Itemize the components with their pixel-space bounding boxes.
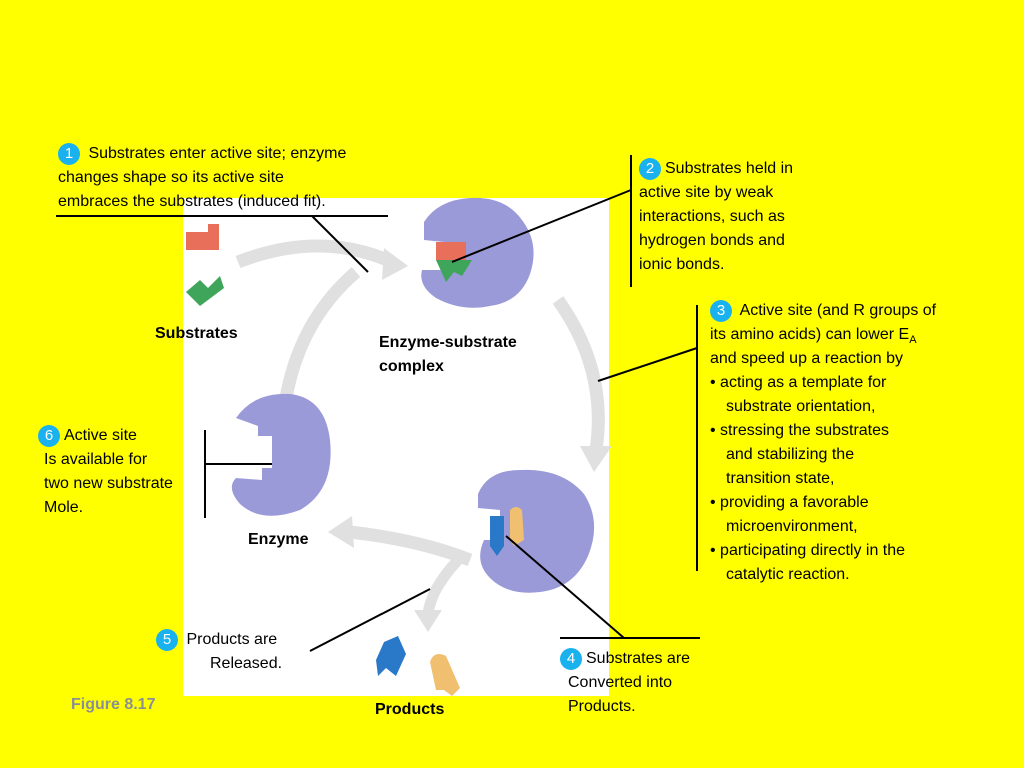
step-3-line-8: transition state, bbox=[726, 470, 835, 487]
substrate-shape-bound-red bbox=[436, 242, 466, 260]
callout-leader-4 bbox=[505, 535, 625, 639]
step-5-callout: 5 Products are Released. bbox=[156, 628, 282, 676]
step-3-line-11: • participating directly in the bbox=[710, 542, 906, 559]
step-3-line-3: and speed up a reaction by bbox=[710, 350, 904, 367]
enzyme-shape-free bbox=[231, 393, 331, 516]
label-products: Products bbox=[375, 701, 445, 718]
step-3-line-9: • providing a favorable bbox=[710, 494, 869, 511]
step-1-line-2: changes shape so its active site bbox=[58, 169, 284, 186]
step-4-badge: 4 bbox=[560, 647, 582, 670]
step-2-line-4: hydrogen bonds and bbox=[639, 232, 785, 249]
step-6-line-4: Mole. bbox=[44, 499, 84, 516]
step-6-line-3: two new substrate bbox=[44, 475, 173, 492]
step-1-line-1: 1 Substrates enter active site; enzyme bbox=[58, 142, 346, 166]
step-3-callout: 3 Active site (and R groups of its amino… bbox=[710, 299, 936, 587]
cycle-arrow-right-head bbox=[580, 446, 612, 472]
step-3-line-1: 3 Active site (and R groups of bbox=[710, 299, 936, 323]
step-3-line-5: substrate orientation, bbox=[726, 398, 876, 415]
step-3-line-6: • stressing the substrates bbox=[710, 422, 890, 439]
callout-leader-5 bbox=[309, 588, 431, 652]
product-shape-bound-orange bbox=[510, 507, 524, 546]
cycle-arrow-release-head bbox=[414, 610, 442, 632]
step-3-line-4: • acting as a template for bbox=[710, 374, 887, 391]
product-shape-orange bbox=[430, 654, 460, 696]
step-2-badge: 2 bbox=[639, 157, 661, 180]
step-2-line-5: ionic bonds. bbox=[639, 256, 725, 273]
figure-caption: Figure 8.17 bbox=[71, 696, 156, 713]
substrate-shape-red bbox=[186, 224, 219, 250]
label-complex: Enzyme-substrate complex bbox=[379, 331, 517, 379]
substrate-shape-bound-green bbox=[436, 260, 472, 282]
callout-leader-3 bbox=[597, 347, 698, 382]
cycle-arrow-bottom bbox=[349, 525, 473, 567]
diagram-panel bbox=[183, 198, 609, 696]
step-6-line-2: Is available for bbox=[44, 451, 148, 468]
cycle-arrow-top bbox=[235, 239, 395, 269]
step-3-subscript: A bbox=[909, 334, 917, 347]
step-3-line-10: microenvironment, bbox=[726, 518, 858, 535]
callout-leader-2 bbox=[451, 189, 632, 263]
enzyme-shape-products bbox=[478, 469, 595, 593]
step-5-line-1: 5 Products are bbox=[156, 628, 282, 652]
label-enzyme: Enzyme bbox=[248, 531, 309, 548]
cycle-arrow-right bbox=[552, 296, 605, 451]
step-4-line-2: Converted into bbox=[568, 674, 673, 691]
product-shape-blue bbox=[376, 636, 406, 676]
step-2-line-3: interactions, such as bbox=[639, 208, 785, 225]
step-6-badge: 6 bbox=[38, 424, 60, 447]
step-4-line-3: Products. bbox=[568, 698, 636, 715]
cycle-arrow-top-head bbox=[382, 248, 408, 280]
cycle-arrow-left bbox=[279, 267, 361, 400]
substrate-shape-green bbox=[186, 276, 224, 306]
step-5-line-2: Released. bbox=[210, 655, 283, 672]
label-complex-line-1: Enzyme-substrate bbox=[379, 334, 517, 351]
step-1-line-3: embraces the substrates (induced fit). bbox=[58, 193, 326, 210]
label-substrates: Substrates bbox=[155, 325, 238, 342]
step-3-line-7: and stabilizing the bbox=[726, 446, 855, 463]
product-shape-bound-blue bbox=[490, 516, 504, 556]
step-5-badge: 5 bbox=[156, 628, 178, 651]
callout-leader-1 bbox=[311, 215, 369, 273]
step-3-line-2: its amino acids) can lower EA bbox=[710, 326, 917, 347]
step-3-badge: 3 bbox=[710, 299, 732, 322]
label-complex-line-2: complex bbox=[379, 358, 444, 375]
step-2-line-2: active site by weak bbox=[639, 184, 774, 201]
cycle-arrow-bottom-head bbox=[328, 516, 354, 548]
step-3-line-12: catalytic reaction. bbox=[726, 566, 850, 583]
step-1-badge: 1 bbox=[58, 142, 80, 165]
step-1-callout: 1 Substrates enter active site; enzyme c… bbox=[58, 142, 346, 214]
